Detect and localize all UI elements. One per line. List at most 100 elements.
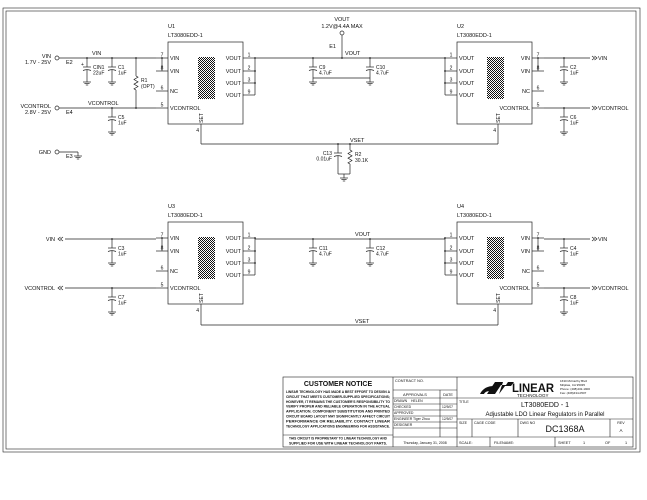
capacitor-ref: C7 <box>118 295 125 301</box>
notice-line: VERIFY PROPER AND RELIABLE OPERATION IN … <box>286 405 391 409</box>
pin-number: 9 <box>248 90 251 96</box>
designer-label: DESIGNER <box>394 423 413 427</box>
pin-number: 3 <box>450 78 453 84</box>
address-line: Fax: (408)434-0507 <box>560 391 587 395</box>
junction-dot <box>537 237 539 239</box>
pin-number: 6 <box>537 266 540 272</box>
capacitor-ref: C13 <box>323 151 332 157</box>
pin-number: 1 <box>248 233 251 239</box>
pin-number: 2 <box>248 66 251 72</box>
off-page-connector-icon <box>57 236 64 242</box>
size-label: SIZE <box>459 421 468 425</box>
capacitor-value: 0.01uF <box>316 157 332 163</box>
pin-label: VCONTROL <box>499 106 530 112</box>
pin-label: VIN <box>170 249 179 255</box>
terminal-vin[interactable] <box>54 55 60 61</box>
pin-number: 5 <box>161 103 164 109</box>
capacitor-value: 1uF <box>118 71 127 77</box>
pin-label: VIN <box>521 236 530 242</box>
title-label: TITLE <box>459 400 469 404</box>
drawing-border <box>2 7 641 453</box>
terminal-rating: 1.2V@4.4A MAX <box>321 24 363 30</box>
pin-number: 6 <box>161 266 164 272</box>
capacitor-value: 4.7uF <box>319 71 332 77</box>
title-line1: LT3080EDD - 1 <box>521 402 569 409</box>
thermal-pad <box>487 237 504 279</box>
pin-label: VOUT <box>226 249 242 255</box>
proprietary-line: SUPPLIED FOR USE WITH LINEAR TECHNOLOGY … <box>289 442 387 446</box>
ground-icon <box>108 128 116 136</box>
rev: A <box>619 428 622 433</box>
junction-dot <box>444 82 446 84</box>
ground-icon <box>83 78 91 86</box>
ground-icon <box>108 78 116 86</box>
resistor-value: 30.1K <box>355 158 369 164</box>
net-label: VSET <box>355 319 370 325</box>
off-page-connector-icon <box>591 285 598 291</box>
ground-icon <box>108 308 116 316</box>
terminal-ref: E3 <box>66 154 73 160</box>
terminal-gnd[interactable] <box>54 149 60 155</box>
junction-dot <box>563 107 565 109</box>
capacitor-value: 1uF <box>570 71 579 77</box>
terminal-range: 2.8V - 25V <box>25 110 51 116</box>
junction-dot <box>254 70 256 72</box>
pin-number: 5 <box>537 283 540 289</box>
capacitor-ref: C10 <box>376 65 385 71</box>
net-label: VCONTROL <box>88 101 119 107</box>
pin-label: VIN <box>521 249 530 255</box>
net-label: VOUT <box>345 51 361 57</box>
terminal-ref: E1 <box>329 44 336 50</box>
notice-line: PERFORMANCE OR RELIABILITY. CONTACT LINE… <box>286 419 390 423</box>
terminal-vcontrol[interactable] <box>54 105 60 111</box>
sheet: 1 <box>583 441 585 445</box>
pin-number: 4 <box>493 128 496 134</box>
title-line2: Adjustable LDO Linear Regulators in Para… <box>485 412 604 418</box>
pin-number: 2 <box>248 246 251 252</box>
capacitor-ref: C11 <box>319 246 328 252</box>
pin-label: VOUT <box>226 236 242 242</box>
pin-label: NC <box>522 89 530 95</box>
ground-icon <box>560 78 568 86</box>
notice-line: LINEAR TECHNOLOGY HAS MADE A BEST EFFORT… <box>286 390 390 394</box>
net-label: VIN <box>46 237 55 243</box>
capacitor-ref: C8 <box>570 295 577 301</box>
junction-dot <box>537 57 539 59</box>
thermal-pad <box>198 57 215 99</box>
dwg-no-label: DWG NO <box>520 421 535 425</box>
proprietary-line: THIS CIRCUIT IS PROPRIETARY TO LINEAR TE… <box>289 437 387 441</box>
terminal-vout[interactable] <box>339 30 345 36</box>
junction-dot <box>444 237 446 239</box>
net-label: VOUT <box>355 232 371 238</box>
print-date: Thursday, January 31, 2008 <box>403 441 446 445</box>
pin-label: VOUT <box>226 56 242 62</box>
dwg-no: DC1368A <box>545 424 584 434</box>
capacitor-value: 4.7uF <box>376 71 389 77</box>
drawn-label: DRAWN <box>394 399 408 403</box>
checked-label: CHECKED <box>394 405 412 409</box>
ground-icon <box>74 152 82 160</box>
junction-dot <box>254 262 256 264</box>
pin-number: 7 <box>537 53 540 59</box>
pin-label: VCONTROL <box>170 286 201 292</box>
thermal-pad <box>487 57 504 99</box>
pin-label: VOUT <box>226 81 242 87</box>
capacitor-value: 1uF <box>118 301 127 307</box>
terminal-name: GND <box>39 150 51 156</box>
net-label: VCONTROL <box>598 286 629 292</box>
pin-label: NC <box>170 89 178 95</box>
junction-dot <box>444 262 446 264</box>
capacitor-ref: C12 <box>376 246 385 252</box>
capacitor-ref: C9 <box>319 65 326 71</box>
pin-number: 3 <box>450 258 453 264</box>
junction-dot <box>161 57 163 59</box>
terminal-ref: E2 <box>66 60 73 66</box>
junction-dot <box>369 57 371 59</box>
terminal-name: VOUT <box>334 17 350 23</box>
pin-number: 7 <box>537 233 540 239</box>
chip-ref: U2 <box>457 24 464 30</box>
